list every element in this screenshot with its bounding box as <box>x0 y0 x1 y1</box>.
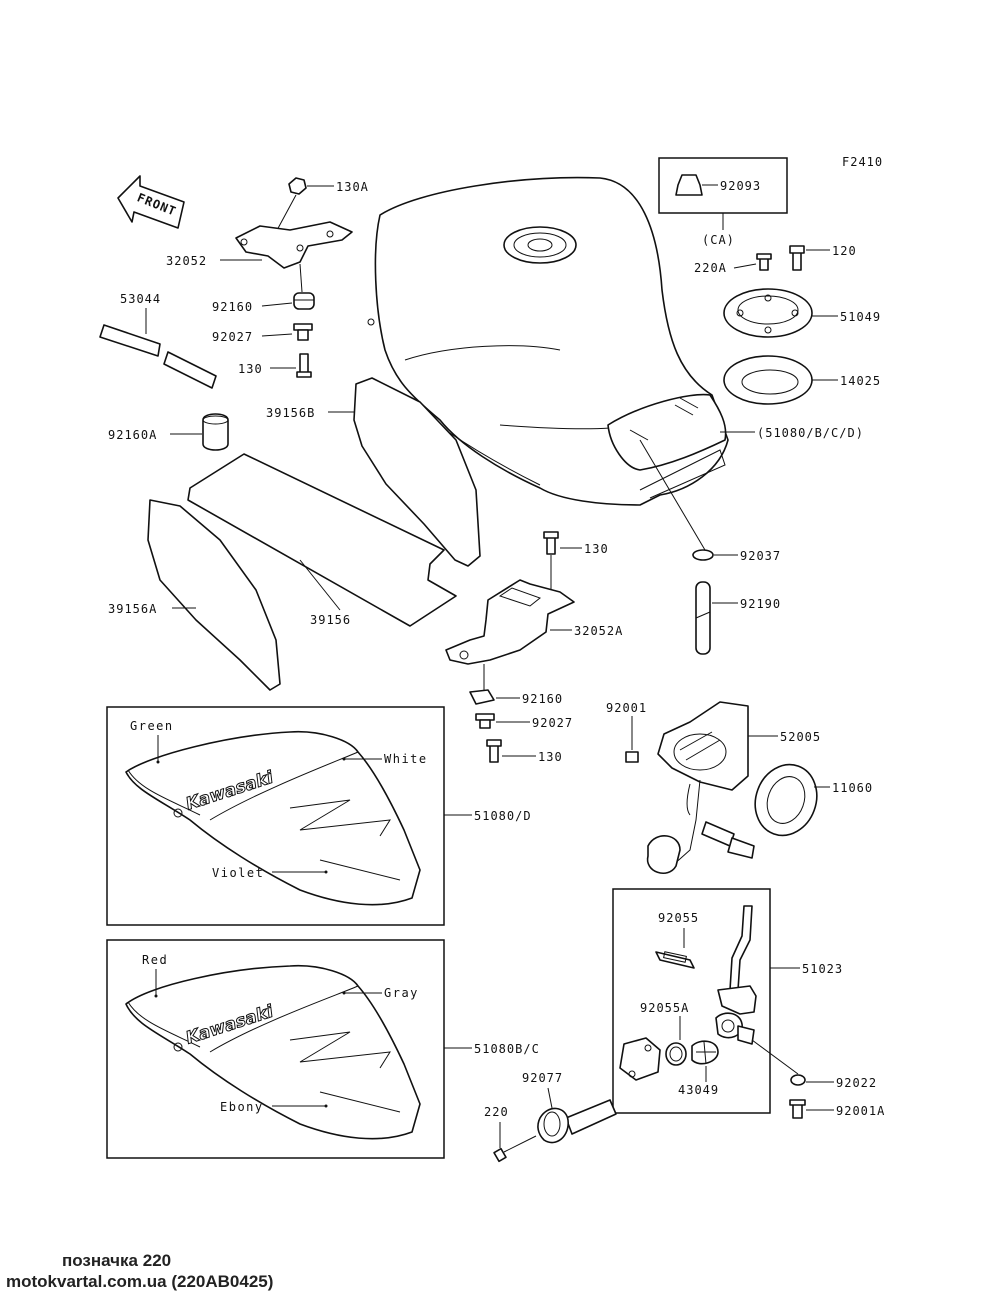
fuel-cock-box <box>612 888 771 1114</box>
label-32052A: 32052A <box>574 624 623 638</box>
color-red: Red <box>142 953 168 967</box>
label-51080-d: 51080/D <box>474 809 532 823</box>
collar-92027 <box>293 323 313 341</box>
bolt-92001 <box>625 751 639 763</box>
label-53044: 53044 <box>120 292 161 306</box>
grommet-92160 <box>293 292 315 310</box>
label-39156A: 39156A <box>108 602 157 616</box>
color-box-51080-d <box>106 706 445 926</box>
knob-92077 <box>537 1099 617 1144</box>
bolt-92001A <box>789 1099 806 1119</box>
label-92160: 92160 <box>212 300 253 314</box>
label-92027b: 92027 <box>532 716 573 730</box>
label-92055: 92055 <box>658 911 699 925</box>
front-arrow-icon: FRONT <box>117 175 185 229</box>
collar-92027b <box>475 713 495 729</box>
label-43049: 43049 <box>678 1083 719 1097</box>
clip-92037 <box>692 549 714 561</box>
figure-code: F2410 <box>842 155 883 169</box>
color-box-51080-bc <box>106 939 445 1159</box>
screw-220A <box>756 253 772 271</box>
screw-220 <box>493 1135 537 1163</box>
pad-39156B <box>353 377 481 567</box>
fuel-tank <box>367 176 729 506</box>
label-92077: 92077 <box>522 1071 563 1085</box>
label-ca: (CA) <box>702 233 735 247</box>
label-92160A: 92160A <box>108 428 157 442</box>
bolt-120 <box>789 245 805 271</box>
bolt-130c <box>486 739 502 763</box>
color-violet: Violet <box>212 866 264 880</box>
damper-92160A <box>202 413 229 451</box>
ring-14025 <box>723 355 813 405</box>
label-220A: 220A <box>694 261 727 275</box>
label-92037: 92037 <box>740 549 781 563</box>
fuel-cock-51023 <box>715 905 757 1045</box>
label-52005: 52005 <box>780 730 821 744</box>
label-92001: 92001 <box>606 701 647 715</box>
label-32052: 32052 <box>166 254 207 268</box>
label-14025: 14025 <box>840 374 881 388</box>
bracket-32052 <box>235 221 353 269</box>
washer-92022 <box>790 1074 806 1086</box>
label-92160b: 92160 <box>522 692 563 706</box>
fuel-pump-52005 <box>646 701 755 875</box>
label-51080-bcd: (51080/B/C/D) <box>757 426 864 440</box>
pad-39156A <box>147 499 281 691</box>
grommet-92160b <box>469 689 495 705</box>
label-39156: 39156 <box>310 613 351 627</box>
label-92022: 92022 <box>836 1076 877 1090</box>
tank-cover-51080-bc <box>125 964 421 1140</box>
label-39156B: 39156B <box>266 406 315 420</box>
bracket-32052A <box>445 579 575 665</box>
label-92190: 92190 <box>740 597 781 611</box>
pad-39156 <box>187 453 457 627</box>
label-92001A: 92001A <box>836 1104 885 1118</box>
bolt-130b <box>543 531 559 555</box>
lever-43049 <box>691 1040 719 1065</box>
label-130: 130 <box>238 362 263 376</box>
tank-cover-51080-d <box>125 730 421 906</box>
o-ring-92055A <box>665 1042 687 1066</box>
label-92093: 92093 <box>720 179 761 193</box>
cap-92093 <box>675 174 703 196</box>
label-51049: 51049 <box>840 310 881 324</box>
bolt-130 <box>296 353 312 378</box>
cap-plate-51049 <box>723 288 813 338</box>
label-11060: 11060 <box>832 781 873 795</box>
strip-53044 <box>99 324 217 389</box>
hose-92190 <box>695 581 711 655</box>
color-white: White <box>384 752 428 766</box>
footer-source: motokvartal.com.ua (220AB0425) <box>6 1272 274 1291</box>
color-gray: Gray <box>384 986 419 1000</box>
label-130c: 130 <box>538 750 563 764</box>
gasket-92055 <box>655 951 695 969</box>
label-92055A: 92055A <box>640 1001 689 1015</box>
color-green: Green <box>130 719 174 733</box>
label-92027: 92027 <box>212 330 253 344</box>
label-130A: 130A <box>336 180 369 194</box>
bolt-130A <box>288 177 307 195</box>
label-120: 120 <box>832 244 857 258</box>
label-51023: 51023 <box>802 962 843 976</box>
label-51080-bc: 51080B/C <box>474 1042 540 1056</box>
gasket-11060 <box>754 763 818 837</box>
label-220: 220 <box>484 1105 509 1119</box>
footer-caption: позначка 220 <box>62 1251 172 1270</box>
plate-fuel-cock <box>619 1037 661 1081</box>
color-ebony: Ebony <box>220 1100 264 1114</box>
label-130b: 130 <box>584 542 609 556</box>
